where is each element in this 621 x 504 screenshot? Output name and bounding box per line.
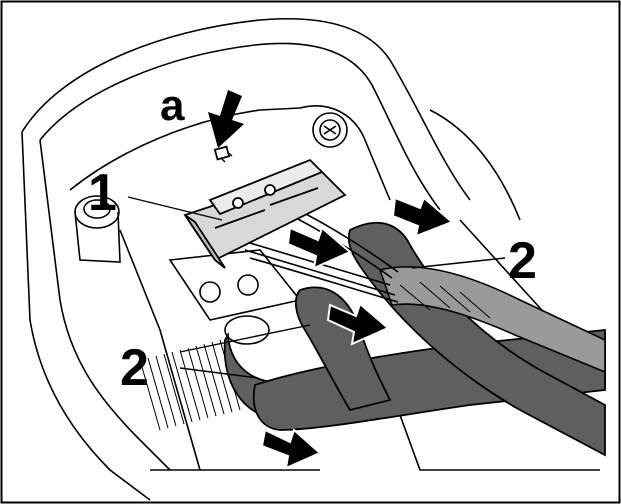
callout-hose-left: 2 xyxy=(120,339,149,397)
pull-arrow-icon xyxy=(286,226,352,270)
housing-boss xyxy=(74,195,121,263)
connector-plug xyxy=(183,145,347,269)
ribbed-surface xyxy=(139,339,241,431)
cable-sheath xyxy=(378,266,606,374)
callout-press-point: a xyxy=(160,81,185,130)
screw-icon xyxy=(312,112,348,148)
mounting-plate xyxy=(168,249,302,321)
leader-lines xyxy=(127,196,506,379)
pull-arrow-icon xyxy=(260,428,322,470)
housing xyxy=(21,17,600,501)
pull-arrow-icon xyxy=(326,302,390,346)
callout-connector: 1 xyxy=(88,164,117,222)
hose-middle xyxy=(294,286,392,412)
press-arrow-icon xyxy=(208,90,244,148)
pull-arrow-icon xyxy=(391,196,454,238)
callout-hose-right: 2 xyxy=(508,232,537,290)
connector-wires xyxy=(239,209,399,303)
